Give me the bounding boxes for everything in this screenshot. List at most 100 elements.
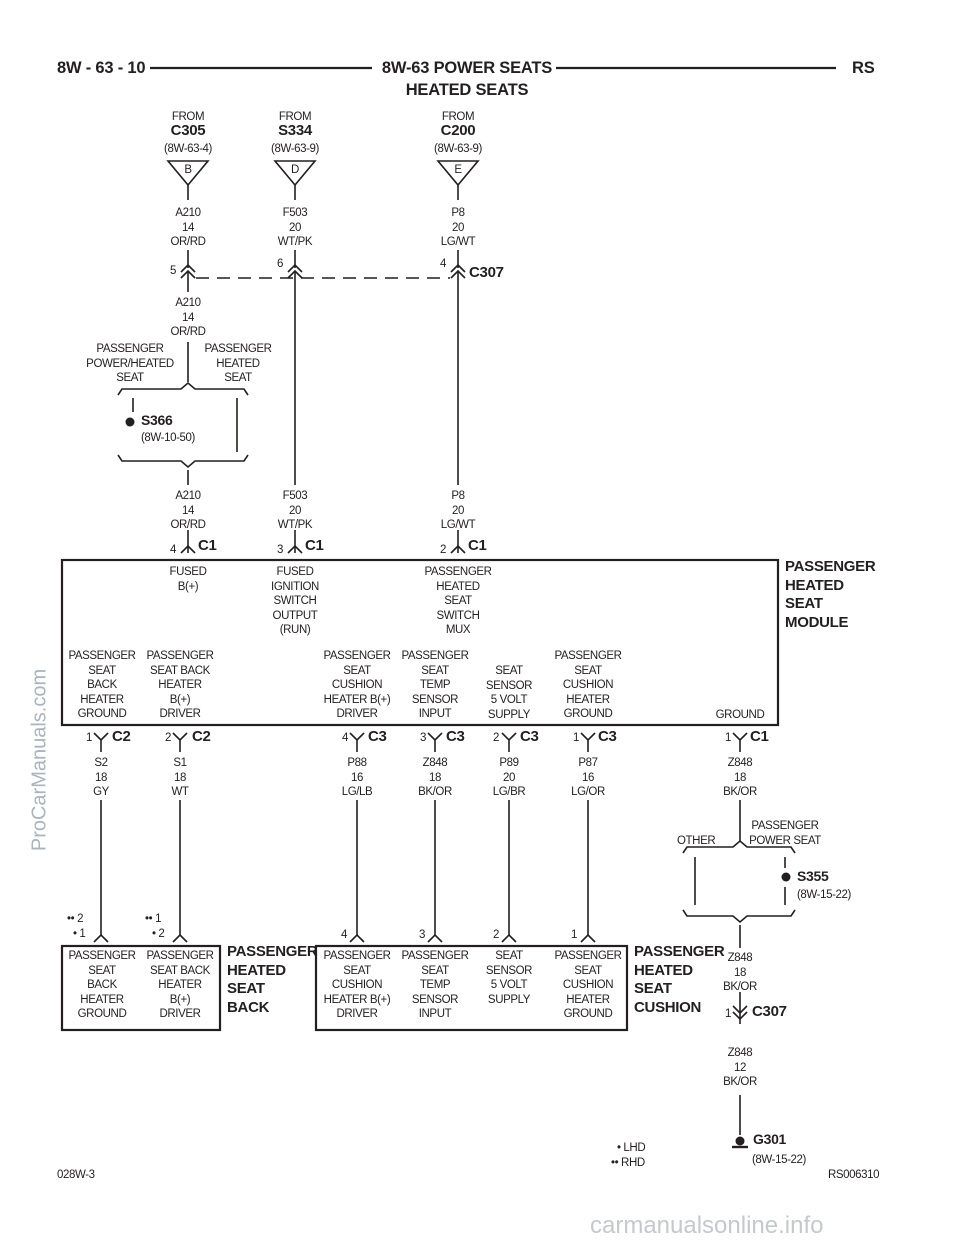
c307-male-terminals (180, 263, 466, 279)
wire-label: Z848 18 BK/OR (723, 757, 757, 799)
side-watermark: ProCarManuals.com (28, 668, 51, 852)
legend-lhd: • LHD (617, 1142, 646, 1154)
s355-bottom-brace (682, 909, 796, 924)
seat-back-pin-label: PASSENGER SEAT BACK HEATER GROUND (68, 950, 136, 1021)
wire-label: S1 18 WT (171, 757, 189, 799)
s366-ref: (8W-10-50) (141, 432, 195, 444)
wire-label: P8 20 LG/WT (440, 490, 476, 532)
bottom-watermark: carmanualsonline.info (590, 1212, 824, 1239)
wire-label: P8 20 LG/WT (440, 207, 476, 249)
seat-cushion-box (314, 944, 629, 1032)
ground-g301-icon (732, 1136, 748, 1149)
connector-label: C3 (368, 728, 387, 745)
pin-number: 1 (573, 732, 579, 744)
seat-cushion-pin-label: PASSENGER SEAT CUSHION HEATER GROUND (554, 950, 622, 1021)
module-output-terminals (93, 732, 748, 752)
c1-label: C1 (198, 537, 217, 554)
pin-number: 3 (419, 929, 425, 941)
page-subtitle: HEATED SEATS (405, 81, 529, 99)
module-pin-label: PASSENGER SEAT CUSHION HEATER GROUND (554, 650, 622, 721)
s355-splice-dot (781, 872, 791, 882)
wire-label: A210 14 OR/RD (170, 207, 206, 249)
seat-cushion-pin-label: PASSENGER SEAT TEMP SENSOR INPUT (401, 950, 469, 1021)
wire-label: S2 18 GY (93, 757, 109, 799)
pin-number: 2 (493, 732, 499, 744)
c1-pin: 3 (277, 544, 283, 556)
s355-ref: (8W-15-22) (797, 889, 851, 901)
pin-number: 1 (725, 732, 731, 744)
connector-label: C2 (112, 728, 131, 745)
pin-number: 4 (341, 929, 347, 941)
g301-ref: (8W-15-22) (752, 1154, 806, 1166)
module-pin-label: PASSENGER HEATED SEAT SWITCH MUX (424, 566, 492, 637)
wire-label: Z848 12 BK/OR (723, 1047, 757, 1089)
wire-label: F503 20 WT/PK (277, 207, 313, 249)
s355-label: S355 (797, 868, 829, 884)
source-id: S334 (278, 122, 312, 139)
pin-number: 2 (77, 913, 84, 925)
g301-label: G301 (753, 1131, 787, 1147)
source-triangle-e (436, 160, 480, 200)
connector-label: C2 (192, 728, 211, 745)
figure-code: 028W-3 (57, 1169, 95, 1181)
wire-label: A210 14 OR/RD (170, 297, 206, 339)
s366-splice-dot (125, 417, 135, 427)
pin-number: 2 (493, 929, 499, 941)
wire-label: P89 20 LG/BR (492, 757, 526, 799)
other-label: OTHER (677, 835, 716, 847)
pin-number: 1 (86, 732, 92, 744)
source-triangle-d (273, 160, 317, 200)
seat-cushion-pin-label: PASSENGER SEAT CUSHION HEATER B(+) DRIVE… (323, 950, 391, 1021)
source-id: C305 (170, 122, 206, 139)
reference-code: RS006310 (828, 1169, 880, 1181)
source-ref: (8W-63-4) (164, 143, 212, 155)
seat-back-title: PASSENGER HEATED SEAT BACK (227, 943, 318, 1016)
c1-pin: 2 (440, 544, 446, 556)
lhd-pin: • 1 (73, 928, 86, 940)
module-pin-label: FUSED B(+) (169, 566, 207, 593)
from-label: FROM (171, 111, 205, 123)
seat-cushion-title: PASSENGER HEATED SEAT CUSHION (634, 943, 725, 1016)
c1-label: C1 (305, 537, 324, 554)
source-letter: D (291, 164, 299, 176)
c1-label: C1 (468, 537, 487, 554)
c307-pin: 4 (440, 258, 446, 270)
module-pin-label: PASSENGER SEAT BACK HEATER GROUND (68, 650, 136, 721)
connector-label: C3 (520, 728, 539, 745)
lhd-pin: • 2 (152, 928, 165, 940)
wire-label: Z848 18 BK/OR (723, 952, 757, 994)
module-pin-label: GROUND (715, 709, 765, 721)
wire-label: P87 16 LG/OR (571, 757, 605, 799)
passenger-heated-seat-label: PASSENGER HEATED SEAT (204, 343, 272, 385)
seat-terminals (93, 933, 596, 943)
c1-pin: 4 (170, 544, 176, 556)
wire-label: Z848 18 BK/OR (418, 757, 452, 799)
module-pin-label: SEAT SENSOR 5 VOLT SUPPLY (485, 665, 533, 721)
passenger-power-seat-label: PASSENGER POWER SEAT (749, 820, 821, 847)
from-label: FROM (441, 111, 475, 123)
pin-number: 2 (165, 732, 171, 744)
c307-pin: 6 (277, 258, 283, 270)
connector-label: C3 (446, 728, 465, 745)
c307-pin: 5 (170, 265, 176, 277)
pin-number: 1 (571, 929, 577, 941)
pin-number: 1 (155, 913, 162, 925)
rhd-pin: •• 1 (145, 913, 162, 925)
c307-label: C307 (752, 1003, 787, 1020)
pin-number: 2 (158, 928, 165, 940)
s366-label: S366 (141, 412, 173, 428)
source-ref: (8W-63-9) (434, 143, 482, 155)
page-number: 8W - 63 - 10 (57, 59, 146, 77)
module-pin-label: FUSED IGNITION SWITCH OUTPUT (RUN) (271, 566, 319, 637)
s355-top-brace (682, 839, 796, 854)
from-label: FROM (278, 111, 312, 123)
model-code: RS (852, 59, 875, 77)
source-letter: E (454, 164, 462, 176)
passenger-power-heated-seat-label: PASSENGER POWER/HEATED SEAT (86, 343, 174, 385)
source-ref: (8W-63-9) (271, 143, 319, 155)
s366-bottom-brace (117, 454, 249, 469)
module-pin-label: PASSENGER SEAT BACK HEATER B(+) DRIVER (146, 650, 214, 721)
s366-top-brace (117, 381, 249, 396)
